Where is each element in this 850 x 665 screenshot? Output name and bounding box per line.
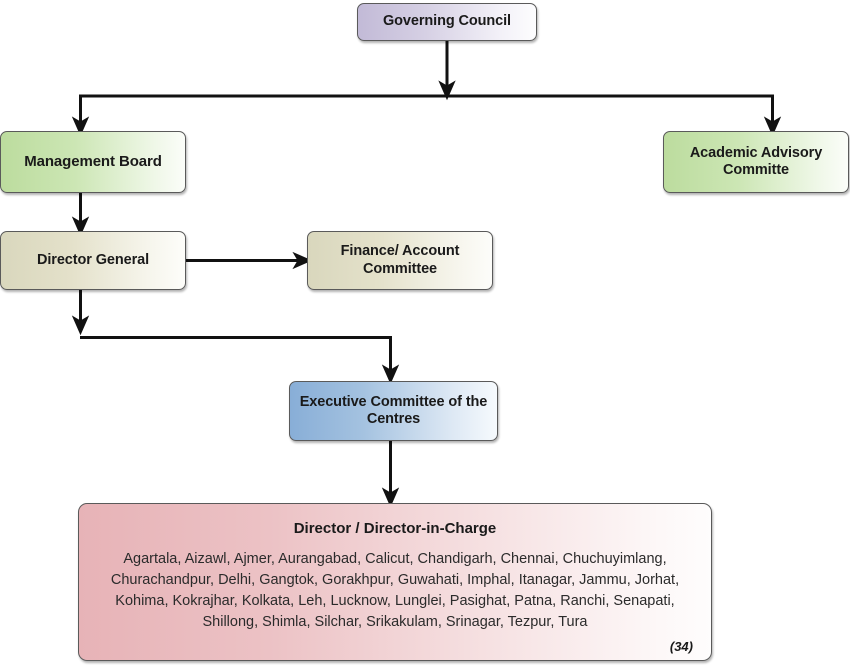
node-director-in-charge[interactable]: Director / Director-in-Charge Agartala, …	[78, 503, 712, 661]
node-executive-committee-of-the-centres[interactable]: Executive Committee of the Centres	[289, 381, 498, 441]
node-director-general[interactable]: Director General	[0, 231, 186, 290]
node-director-in-charge-title: Director / Director-in-Charge	[293, 520, 497, 537]
node-management-board-label: Management Board	[24, 153, 162, 171]
node-academic-advisory-committee-label: Academic Advisory Committe	[689, 144, 823, 178]
node-executive-committee-of-the-centres-label: Executive Committee of the Centres	[299, 393, 488, 427]
node-management-board[interactable]: Management Board	[0, 131, 186, 193]
node-governing-council-label: Governing Council	[382, 13, 511, 30]
node-finance-account-committee-label: Finance/ Account Committee	[340, 243, 460, 277]
node-academic-advisory-committee[interactable]: Academic Advisory Committe	[663, 131, 849, 193]
node-governing-council[interactable]: Governing Council	[357, 3, 537, 41]
node-director-in-charge-city-list: Agartala, Aizawl, Ajmer, Aurangabad, Cal…	[110, 551, 680, 631]
node-finance-account-committee[interactable]: Finance/ Account Committee	[307, 231, 493, 290]
edge-director-general-to-executive-committee	[71, 290, 400, 385]
node-director-in-charge-count-badge: (34)	[669, 639, 693, 654]
node-director-general-label: Director General	[36, 251, 150, 268]
